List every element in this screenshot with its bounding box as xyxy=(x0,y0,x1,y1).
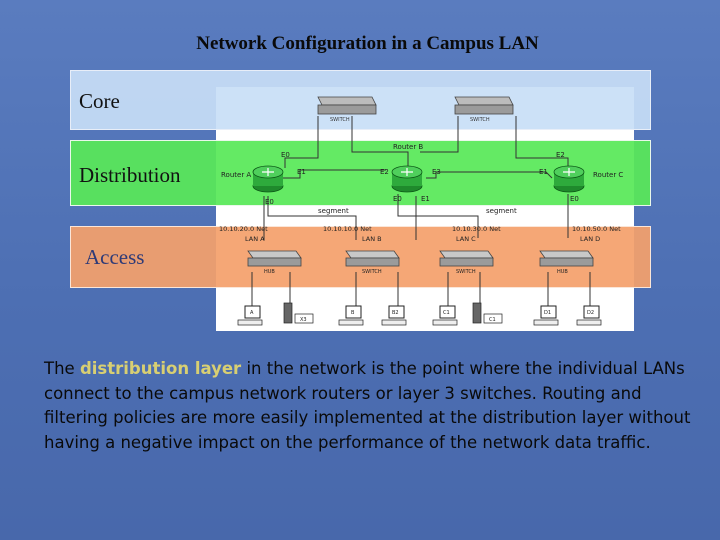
port-label: E0 xyxy=(265,198,274,206)
link-switch-left-router-b xyxy=(351,116,409,168)
switch-lan-c: SWITCH xyxy=(439,250,494,275)
lan-label: LAN D xyxy=(580,235,600,243)
link-switch-right-router-c xyxy=(515,116,569,168)
network-address-label: 10.10.10.0 Net xyxy=(323,225,372,233)
network-address-label: 10.10.50.0 Net xyxy=(572,225,621,233)
router-b xyxy=(391,165,423,193)
distribution-layer-highlight: distribution layer xyxy=(79,359,242,378)
host-workstation: D1 xyxy=(533,305,559,326)
host-workstations: A X3 B B2 C1 C1 D1 xyxy=(237,302,602,326)
port-label: E0 xyxy=(281,151,290,159)
port-label: E1 xyxy=(539,168,548,176)
host-label: D2 xyxy=(587,310,594,316)
link-router-a-b xyxy=(282,169,386,179)
access-layer-label: Access xyxy=(85,245,145,269)
switch-right: SWITCH xyxy=(454,96,514,123)
port-label: E3 xyxy=(432,168,441,176)
host-workstation: C1 xyxy=(432,305,458,326)
router-a xyxy=(252,165,284,193)
link-hub-c-hosts xyxy=(447,272,481,306)
segment-label: segment xyxy=(318,207,349,215)
description-rest: in the network is the point where the in… xyxy=(44,359,691,452)
segment-label: segment xyxy=(486,207,517,215)
link-hub-d-hosts xyxy=(547,272,591,306)
description-lead: The xyxy=(44,359,80,378)
host-label: X3 xyxy=(300,317,307,323)
network-links xyxy=(251,116,591,306)
hub-label: SWITCH xyxy=(456,269,476,275)
network-address-label: 10.10.20.0 Net xyxy=(219,225,268,233)
router-c-label: Router C xyxy=(593,171,623,179)
host-label: B2 xyxy=(392,310,399,316)
host-tower: C1 xyxy=(472,302,503,324)
lan-label: LAN B xyxy=(362,235,382,243)
link-switch-right-router-b xyxy=(420,116,459,153)
port-label: E1 xyxy=(297,168,306,176)
host-label: D1 xyxy=(544,310,551,316)
link-hub-b-hosts xyxy=(355,272,399,306)
switch-left: SWITCH xyxy=(317,96,377,123)
hub-label: HUB xyxy=(557,269,568,275)
switch-left-label: SWITCH xyxy=(330,117,350,123)
description-paragraph: The distribution layer in the network is… xyxy=(44,357,694,455)
link-switch-left-router-a xyxy=(284,116,319,168)
host-label: C1 xyxy=(443,310,450,316)
hub-lan-a: HUB xyxy=(247,250,302,275)
host-workstation: B xyxy=(338,305,364,326)
host-label: A xyxy=(250,310,254,316)
router-b-label: Router B xyxy=(393,143,423,151)
port-label: E0 xyxy=(570,195,579,203)
host-workstation: A xyxy=(237,305,263,326)
host-workstation: D2 xyxy=(576,305,602,326)
host-workstation: B2 xyxy=(381,305,407,326)
link-hub-a-hosts xyxy=(251,272,291,306)
router-a-label: Router A xyxy=(221,171,251,179)
lan-label: LAN C xyxy=(456,235,476,243)
switch-right-label: SWITCH xyxy=(470,117,490,123)
host-label: B xyxy=(351,310,355,316)
port-label: E2 xyxy=(556,151,565,159)
router-c xyxy=(553,165,585,193)
hub-lan-d: HUB xyxy=(539,250,594,275)
link-segment-right xyxy=(397,194,479,238)
hub-label: HUB xyxy=(264,269,275,275)
port-label: E1 xyxy=(421,195,430,203)
port-label: E0 xyxy=(393,195,402,203)
link-segment-left xyxy=(267,196,357,240)
host-label: C1 xyxy=(489,317,496,323)
distribution-layer-label: Distribution xyxy=(79,163,181,187)
lan-label: LAN A xyxy=(245,235,265,243)
hub-label: SWITCH xyxy=(362,269,382,275)
port-label: E2 xyxy=(380,168,389,176)
host-tower: X3 xyxy=(283,302,314,324)
switch-lan-b: SWITCH xyxy=(345,250,400,275)
core-layer-label: Core xyxy=(79,89,120,113)
slide-title: Network Configuration in a Campus LAN xyxy=(196,33,539,54)
link-router-b-c xyxy=(426,171,553,179)
network-address-label: 10.10.30.0 Net xyxy=(452,225,501,233)
